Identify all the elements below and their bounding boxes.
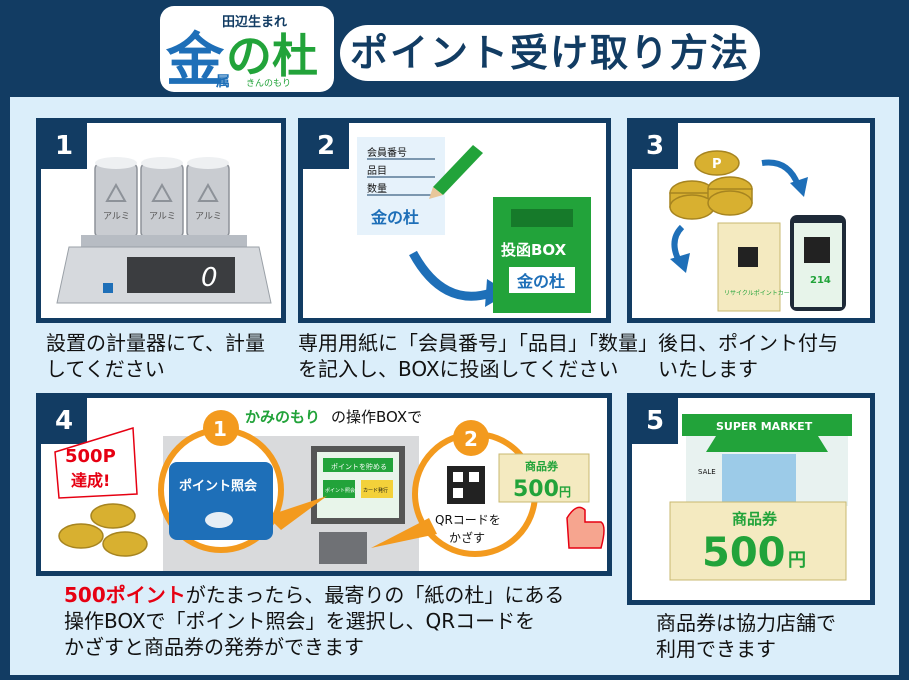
- supermarket-voucher-illustration: SUPER MARKET SALE 商品券 500 円: [669, 414, 852, 581]
- step-3-number: 3: [632, 123, 678, 169]
- step-3-caption-line1: 後日、ポイント付与: [658, 331, 838, 355]
- form-field-2: 品目: [367, 165, 387, 177]
- voucher-small-amount: 500: [513, 477, 559, 502]
- form-field-1: 会員番号: [367, 146, 407, 159]
- step-5-caption-line1: 商品券は協力店舗で: [656, 611, 836, 635]
- qr-caption-line1: QRコードを: [435, 513, 501, 527]
- callout-1-label: ポイント照会: [179, 478, 258, 494]
- step-5-panel: 5 SUPER MARKET SALE 商品券 500 円: [627, 393, 875, 605]
- step-2-caption-line2: を記入し、BOXに投函してください: [298, 357, 619, 381]
- screen-title: ポイントを貯める: [331, 462, 387, 471]
- badge-line1: 500P: [65, 446, 116, 467]
- step-4-caption-line1: 500ポイントがたまったら、最寄りの「紙の杜」にある: [64, 582, 564, 608]
- step-3-panel: 3 P リサイクルポイントカード 214: [627, 118, 875, 323]
- step-4-caption-line3: かざすと商品券の発券ができます: [64, 635, 364, 659]
- step-4-caption-highlight: 500ポイント: [64, 583, 186, 607]
- step-4-subtitle-highlight: かみのもり: [245, 408, 320, 426]
- logo-main-2: の杜: [226, 29, 318, 83]
- step-2-panel: 2 会員番号 品目 数量 金の杜 投函BOX 金の杜: [298, 118, 611, 323]
- step-3-caption-line2: いたします: [658, 357, 758, 381]
- voucher-large-title: 商品券: [732, 510, 778, 528]
- scale-with-cans-illustration: アルミ アルミ アルミ 0: [56, 157, 272, 304]
- box-logo: 金の杜: [516, 272, 565, 291]
- callout-1-number: 1: [213, 417, 227, 441]
- step-5-number: 5: [632, 398, 678, 444]
- operation-box-illustration: かみのもり の操作BOXで ポイントを貯める ポイント照会 カード発行 500P…: [54, 408, 605, 571]
- can-label-3: アルミ: [195, 212, 222, 222]
- box-label: 投函BOX: [501, 241, 567, 259]
- phone-points: 214: [810, 275, 831, 286]
- step-1-panel: 1 アルミ アルミ アルミ 0: [36, 118, 286, 323]
- step-2-number: 2: [303, 123, 349, 169]
- step-1-caption-line1: 設置の計量器にて、計量: [46, 331, 265, 355]
- form-logo: 金の杜: [370, 208, 419, 227]
- screen-btn-2: カード発行: [363, 487, 388, 494]
- logo-small-char: 属: [216, 74, 230, 90]
- store-sign: SUPER MARKET: [716, 420, 813, 433]
- form-field-3: 数量: [367, 182, 387, 195]
- form-and-box-illustration: 会員番号 品目 数量 金の杜 投函BOX 金の杜: [357, 137, 591, 313]
- step-4-number: 4: [41, 398, 87, 444]
- step-1-caption-line2: してください: [46, 357, 165, 381]
- sale-text: SALE: [698, 468, 716, 476]
- step-4-subtitle-rest: の操作BOXで: [331, 408, 422, 426]
- step-5-caption-line2: 利用できます: [656, 637, 776, 661]
- can-label-2: アルミ: [149, 212, 176, 222]
- step-4-caption-line2: 操作BOXで「ポイント照会」を選択し、QRコードを: [64, 609, 536, 633]
- qr-caption-line2: かざす: [449, 530, 485, 545]
- step-1-number: 1: [41, 123, 87, 169]
- screen-btn-1: ポイント照会: [325, 487, 355, 494]
- can-label-1: アルミ: [103, 212, 130, 222]
- step-4-caption-line1-rest: がたまったら、最寄りの「紙の杜」にある: [185, 583, 565, 607]
- page-title: ポイント受け取り方法: [340, 25, 760, 81]
- badge-line2: 達成!: [71, 471, 110, 490]
- logo-reading: きんのもり: [246, 78, 291, 89]
- callout-2-number: 2: [464, 427, 478, 451]
- scale-display: 0: [201, 263, 218, 293]
- coin-letter: P: [712, 157, 722, 172]
- step-4-panel: 4 かみのもり の操作BOXで ポイントを貯める ポイント照会 カード発行 50…: [36, 393, 612, 576]
- card-text: リサイクルポイントカード: [724, 289, 796, 297]
- logo-sub: 田辺生まれ: [222, 14, 287, 30]
- points-granted-illustration: P リサイクルポイントカード 214: [669, 150, 846, 312]
- logo: 田辺生まれ 金 の杜 属 きんのもり: [160, 6, 334, 94]
- voucher-small-unit: 円: [559, 485, 571, 499]
- voucher-large-amount: 500: [702, 530, 786, 576]
- step-2-caption-line1: 専用用紙に「会員番号」「品目」「数量」: [298, 331, 658, 355]
- voucher-small-title: 商品券: [525, 459, 559, 473]
- voucher-large-unit: 円: [788, 550, 806, 571]
- logo-main-1: 金: [166, 26, 225, 92]
